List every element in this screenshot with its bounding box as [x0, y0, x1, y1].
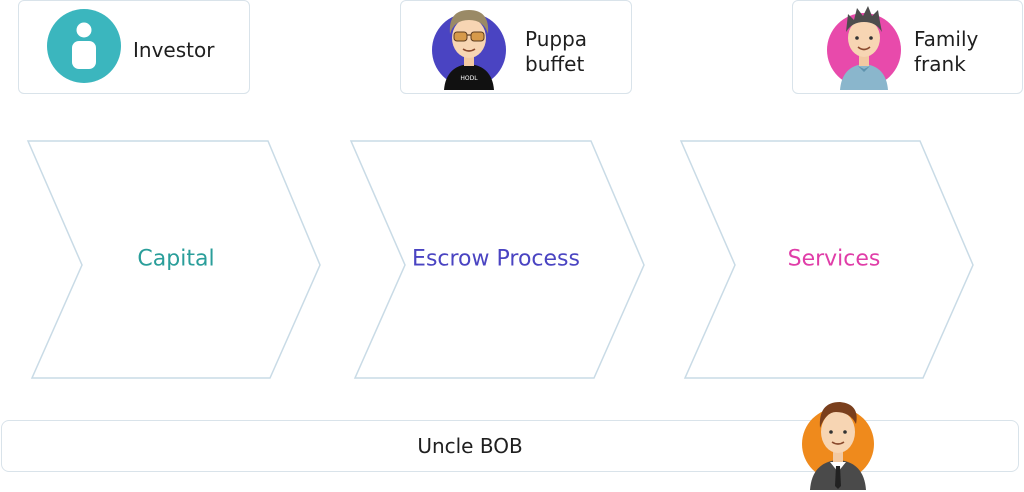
- stage-chevron-escrow-process: [349, 140, 645, 379]
- actor-label-puppa-buffet: Puppa buffet: [525, 27, 588, 76]
- actor-label-investor: Investor: [133, 38, 215, 62]
- stage-chevron-services: [679, 140, 974, 379]
- puppa-buffet-avatar-icon: HODL: [432, 10, 506, 90]
- stage-label-escrow-process: Escrow Process: [412, 246, 580, 272]
- uncle-bob-label: Uncle BOB: [417, 434, 523, 458]
- family-frank-avatar-icon: [827, 6, 901, 90]
- stage-chevron-capital: [26, 140, 321, 379]
- stage-label-capital: Capital: [137, 246, 215, 272]
- svg-text:HODL: HODL: [460, 75, 478, 82]
- investor-person-icon: [47, 9, 121, 83]
- uncle-bob-avatar-icon: [802, 402, 874, 490]
- actor-label-family-frank: Family frank: [914, 27, 979, 76]
- stage-label-services: Services: [787, 246, 881, 272]
